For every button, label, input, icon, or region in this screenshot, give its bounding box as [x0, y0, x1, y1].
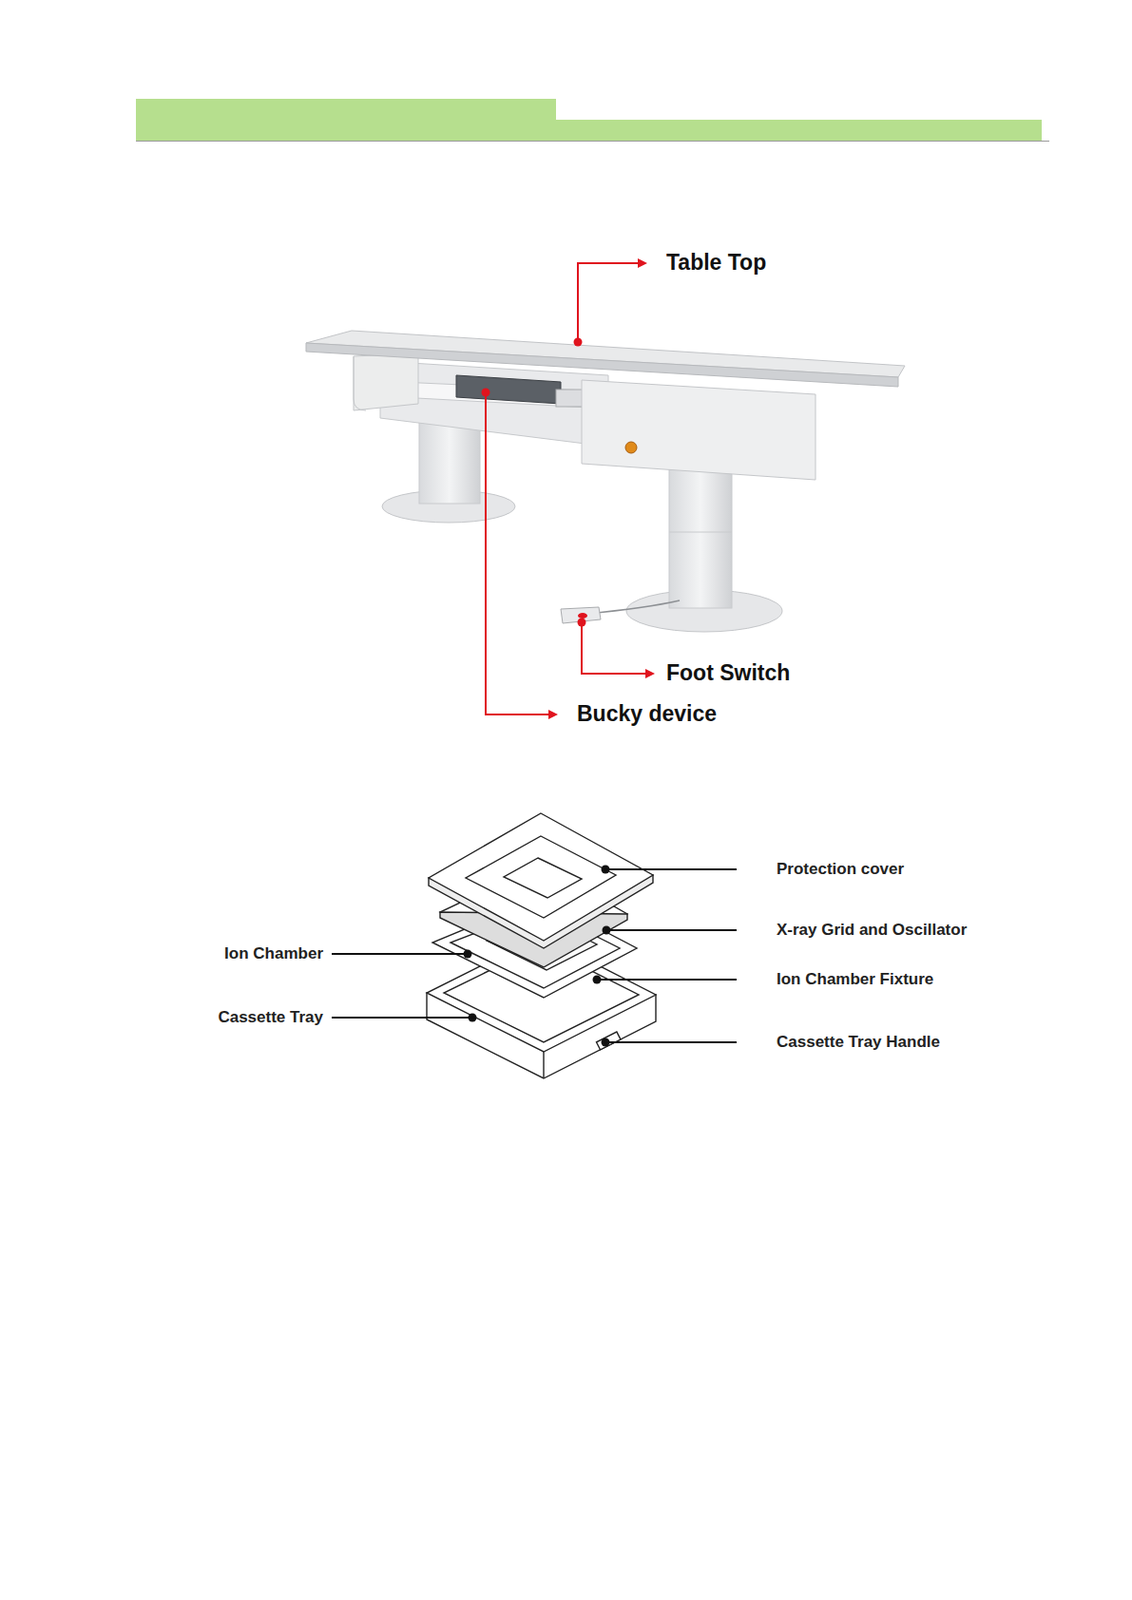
header-bar: [135, 98, 1050, 142]
part-label: Table Top: [666, 249, 767, 277]
part-label: Ion Chamber Fixture: [776, 970, 934, 990]
part-label: Cassette Tray Handle: [776, 1033, 941, 1053]
part-label: Cassette Tray: [217, 1008, 324, 1028]
part-label: Bucky device: [576, 701, 717, 729]
part-label: Protection cover: [776, 860, 904, 880]
callout-dot: [481, 338, 587, 628]
table-illustration: [306, 330, 905, 633]
part-label: Ion Chamber: [224, 944, 324, 964]
exploded-bucky: [426, 813, 656, 1079]
leader-line: [331, 869, 737, 1043]
leader-dot: [463, 865, 612, 1048]
part-label: Foot Switch: [666, 660, 790, 688]
callout-leader: [485, 263, 653, 715]
part-label: X-ray Grid and Oscillator: [776, 920, 967, 941]
